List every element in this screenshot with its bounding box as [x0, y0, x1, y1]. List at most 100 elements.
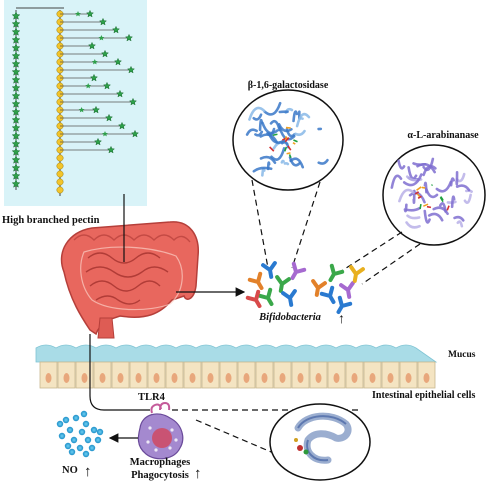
- arabinose-unit: [128, 97, 138, 106]
- bifidobacterium: [336, 295, 353, 315]
- no-molecule: [78, 428, 86, 436]
- arabinose-unit: [78, 107, 85, 113]
- galactose-unit: [56, 170, 64, 178]
- gut-to-tlr4-line: [89, 334, 150, 411]
- tlr4-receptor-icon: [150, 401, 171, 414]
- arabinose-unit: [11, 11, 21, 20]
- arabinose-unit: [87, 41, 97, 50]
- no-molecule: [96, 428, 104, 436]
- galactosidase-structure: [232, 89, 344, 191]
- arabinanase-structure: [382, 144, 486, 246]
- no-molecule: [68, 448, 76, 456]
- macrophages-label: Macrophages: [130, 457, 190, 468]
- arabinose-unit: [11, 171, 21, 180]
- arabinose-unit: [117, 121, 127, 130]
- galactose-unit: [56, 154, 64, 162]
- no-molecule: [82, 420, 90, 428]
- galactose-unit: [56, 178, 64, 186]
- arabinose-unit: [85, 83, 92, 89]
- arabinose-unit: [11, 83, 21, 92]
- galactosidase-label: β-1,6-galactosidase: [248, 80, 329, 91]
- pectin-sugar-units: [11, 9, 140, 194]
- macrophage-cell: [137, 413, 184, 460]
- arabinose-unit: [115, 89, 125, 98]
- arabinose-unit: [11, 35, 21, 44]
- arabinose-unit: [11, 27, 21, 36]
- arabinose-unit: [113, 57, 123, 66]
- arabinose-unit: [85, 9, 95, 18]
- arabinose-unit: [100, 49, 110, 58]
- arabinose-unit: [11, 123, 21, 132]
- no-molecule: [88, 444, 96, 452]
- bifidobacteria-up-arrow: ↑: [338, 312, 345, 327]
- arabinose-unit: [11, 155, 21, 164]
- arabinose-unit: [11, 115, 21, 124]
- arabinose-unit: [102, 81, 112, 90]
- arabinose-unit: [11, 163, 21, 172]
- no-molecule: [66, 426, 74, 434]
- arabinose-unit: [104, 113, 114, 122]
- galactose-unit: [56, 162, 64, 170]
- bifidobacterium: [349, 265, 365, 283]
- arabinose-unit: [11, 107, 21, 116]
- arabinose-unit: [11, 75, 21, 84]
- arabinose-unit: [93, 137, 103, 146]
- intestine-illustration: [60, 221, 199, 339]
- arabinose-unit: [89, 73, 99, 82]
- no-molecule: [76, 444, 84, 452]
- arabinose-unit: [91, 105, 101, 114]
- no-molecule: [84, 436, 92, 444]
- phagocytosis-label: Phagocytosis: [131, 470, 189, 481]
- arabinose-unit: [75, 11, 81, 17]
- bifidobacterium: [339, 281, 355, 299]
- bifidobacterium: [311, 279, 327, 297]
- arabinose-unit: [11, 179, 21, 188]
- arabinose-unit: [98, 17, 108, 26]
- bifidobacterium: [247, 271, 264, 291]
- arabinose-unit: [130, 129, 140, 138]
- arabinose-unit: [11, 139, 21, 148]
- no-molecule: [56, 420, 64, 428]
- phagocytosis-up-arrow: ↑: [194, 466, 202, 482]
- no-molecule: [94, 436, 102, 444]
- bifidobacteria-cluster: [245, 261, 365, 315]
- tlr4-structure: [269, 403, 371, 481]
- galactose-unit: [56, 186, 64, 194]
- no-molecule: [58, 432, 66, 440]
- no-molecule: [90, 426, 98, 434]
- arabinose-unit: [11, 59, 21, 68]
- bifidobacterium: [245, 289, 262, 309]
- pectin-label: High branched pectin: [2, 215, 100, 226]
- intestinal-epithelium: [35, 344, 438, 389]
- mucus-label: Mucus: [448, 350, 476, 360]
- no-label: NO: [62, 465, 78, 476]
- arabinanase-label: α-L-arabinanase: [407, 130, 479, 141]
- arabinose-unit: [91, 59, 98, 65]
- no-molecule: [80, 410, 88, 418]
- pectin-structure-panel: [4, 0, 147, 206]
- bifidobacterium: [257, 287, 274, 307]
- arabinose-unit: [98, 35, 105, 41]
- bifidobacterium: [328, 263, 345, 283]
- nitric-oxide-cluster: [56, 410, 104, 458]
- arabinose-unit: [11, 91, 21, 100]
- arabinose-unit: [126, 65, 136, 74]
- bifidobacterium: [261, 261, 277, 279]
- tlr4-label: TLR4: [138, 392, 166, 403]
- epithelial-cells-label: Intestinal epithelial cells: [372, 390, 475, 401]
- arabinose-unit: [11, 67, 21, 76]
- arabinose-unit: [11, 51, 21, 60]
- arabinose-unit: [11, 43, 21, 52]
- no-molecule: [62, 416, 70, 424]
- no-molecule: [64, 442, 72, 450]
- arabinose-unit: [106, 145, 116, 154]
- bifidobacterium: [290, 261, 307, 281]
- no-molecule: [82, 450, 90, 458]
- no-molecule: [72, 414, 80, 422]
- no-up-arrow: ↑: [84, 464, 92, 480]
- bifidobacterium: [319, 285, 336, 305]
- no-molecule: [70, 436, 78, 444]
- arabinose-unit: [111, 25, 121, 34]
- arabinose-unit: [11, 131, 21, 140]
